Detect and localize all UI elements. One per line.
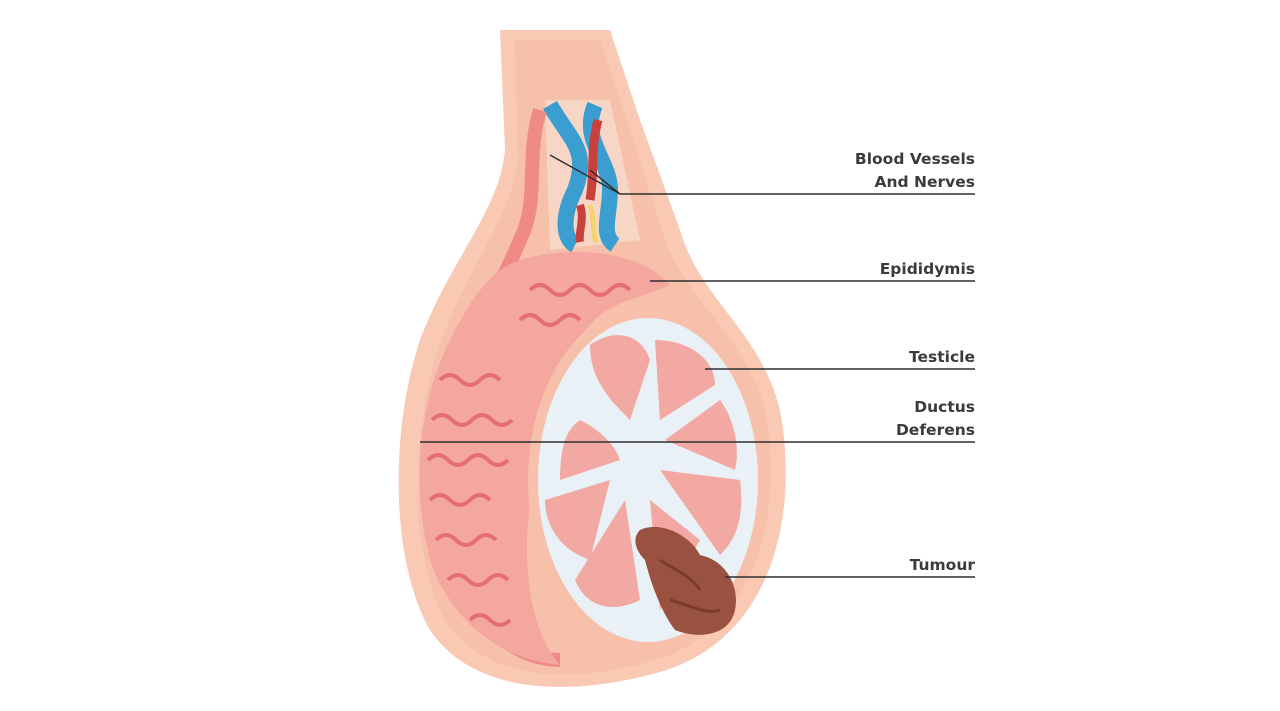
label-ductus-deferens: Ductus Deferens bbox=[896, 396, 975, 442]
label-blood-vessels-and-nerves: Blood Vessels And Nerves bbox=[855, 148, 975, 194]
tumour-texture bbox=[659, 558, 721, 613]
label-epididymis: Epididymis bbox=[879, 260, 975, 278]
label-blood-vessels-line2: And Nerves bbox=[874, 173, 976, 191]
artery bbox=[585, 118, 603, 201]
testicle-lobules bbox=[545, 335, 742, 610]
epididymis-mass bbox=[419, 252, 670, 665]
label-tumour: Tumour bbox=[909, 556, 975, 574]
tumour-mass bbox=[635, 526, 736, 635]
coiled-tubules bbox=[426, 283, 632, 627]
nerve bbox=[587, 204, 599, 243]
label-testicle: Testicle bbox=[909, 348, 975, 366]
artery-lower bbox=[575, 203, 586, 243]
label-ductus-line1: Ductus bbox=[914, 398, 975, 416]
leader-lines bbox=[420, 154, 975, 578]
leader-blood-vessels-a bbox=[549, 154, 621, 195]
vein-left bbox=[543, 100, 589, 253]
leader-blood-vessels-b bbox=[589, 169, 621, 195]
label-ductus-line2: Deferens bbox=[895, 421, 975, 439]
label-blood-vessels-line1: Blood Vessels bbox=[854, 150, 975, 168]
